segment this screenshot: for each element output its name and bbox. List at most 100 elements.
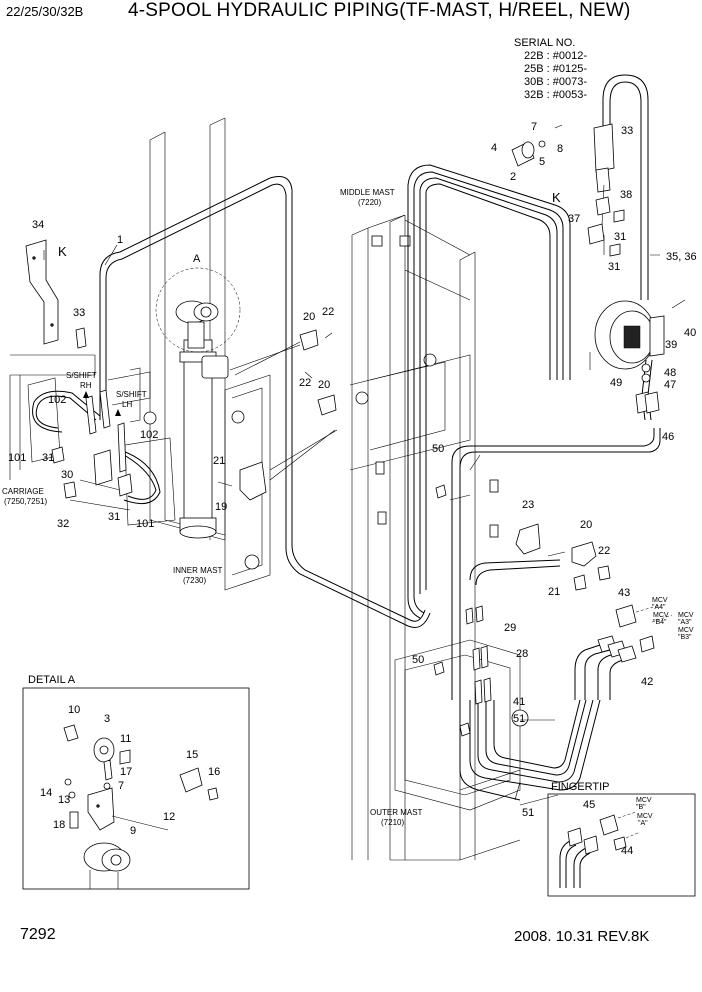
callout-51-upper: 51 — [513, 713, 525, 725]
fingertip-box — [547, 793, 696, 897]
callout-28: 28 — [516, 648, 528, 660]
mcv-b4-label: "B4" — [653, 619, 667, 626]
mcv-label: MCV — [637, 813, 653, 820]
callout-38: 38 — [620, 189, 632, 201]
bracket-34 — [25, 239, 59, 345]
callout-8: 8 — [557, 143, 563, 155]
callout-40: 40 — [684, 327, 696, 339]
middle-mast-name: MIDDLE MAST — [340, 188, 395, 197]
callout-20-upper: 20 — [303, 311, 315, 323]
detail-callout-17: 17 — [120, 766, 132, 778]
callout-22-lower: 22 — [299, 377, 311, 389]
page-number: 7292 — [20, 926, 56, 943]
callout-5: 5 — [539, 156, 545, 168]
bracket-19 — [217, 429, 336, 501]
detail-callout-7: 7 — [118, 780, 124, 792]
hose-reel — [587, 74, 686, 421]
brackets-inner — [299, 329, 337, 416]
mcv-a4-label: "A4" — [652, 604, 666, 611]
pipe-1 — [99, 176, 431, 628]
detail-callout-12: 12 — [163, 811, 175, 823]
callout-29: 29 — [504, 622, 516, 634]
mcv-label: MCV — [653, 612, 669, 619]
callout-19: 19 — [215, 501, 227, 513]
sshift-rh-label-2: RH — [80, 381, 92, 390]
mcv-b3-label: "B3" — [678, 634, 692, 641]
callout-45: 45 — [583, 799, 595, 811]
callout-102-left: 102 — [48, 394, 66, 406]
callout-50-upper: 50 — [432, 443, 444, 455]
callout-102-right: 102 — [140, 429, 158, 441]
detail-callout-13: 13 — [58, 794, 70, 806]
callout-7: 7 — [531, 121, 537, 133]
detail-a-marker — [155, 267, 241, 353]
mcv-a3-label: "A3" — [678, 619, 692, 626]
callout-2: 2 — [510, 171, 516, 183]
serial-line-22b: 22B : #0012- — [524, 50, 587, 62]
view-k-letter-right: K — [552, 190, 561, 205]
callout-1: 1 — [117, 234, 123, 246]
callout-30: 30 — [61, 469, 73, 481]
sshift-lh-label-2: LH — [122, 400, 132, 409]
carriage-name: CARRIAGE — [2, 487, 44, 496]
detail-a-parts — [63, 724, 219, 889]
detail-callout-10: 10 — [68, 704, 80, 716]
mcv-label: MCV — [678, 627, 694, 634]
callout-101-bottom: 101 — [136, 518, 154, 530]
callout-48: 48 — [664, 367, 676, 379]
detail-callout-3: 3 — [104, 713, 110, 725]
detail-a-letter: A — [193, 253, 201, 265]
detail-callout-11: 11 — [120, 733, 131, 745]
detail-callout-9: 9 — [130, 825, 136, 837]
callout-21-right: 21 — [548, 586, 560, 598]
outer-mast-code: (7210) — [381, 818, 404, 827]
arrow-up-icon — [83, 391, 89, 398]
callout-51-lower: 51 — [522, 807, 534, 819]
callout-22-right: 22 — [598, 545, 610, 557]
callout-33-left: 33 — [73, 307, 85, 319]
callout-33-right: 33 — [621, 125, 633, 137]
inner-mast — [149, 117, 271, 591]
arrow-up-icon — [115, 409, 121, 416]
callout-101-left: 101 — [8, 452, 26, 464]
detail-callout-14: 14 — [40, 787, 52, 799]
callout-20-lower: 20 — [318, 379, 330, 391]
callout-50-lower: 50 — [412, 654, 424, 666]
mcv-b-label: "B" — [636, 804, 646, 811]
callout-35-36: 35, 36 — [666, 251, 697, 263]
serial-line-25b: 25B : #0125- — [524, 63, 587, 75]
fingertip-title: FINGERTIP — [551, 781, 609, 793]
middle-mast-piping — [407, 164, 571, 619]
inner-mast-code: (7230) — [183, 576, 206, 585]
outer-mast-name: OUTER MAST — [370, 808, 423, 817]
callout-37: 37 — [568, 213, 580, 225]
pipe-46 — [451, 428, 661, 801]
detail-callout-15: 15 — [186, 749, 198, 761]
callout-31-left: 31 — [42, 452, 54, 464]
serial-title: SERIAL NO. — [514, 37, 575, 49]
callout-47: 47 — [664, 379, 676, 391]
callout-49: 49 — [610, 377, 622, 389]
mcv-label: MCV — [636, 797, 652, 804]
callout-41: 41 — [513, 696, 525, 708]
model-code: 22/25/30/32B — [6, 4, 84, 19]
detail-callout-18: 18 — [53, 819, 65, 831]
middle-mast-code: (7220) — [358, 198, 381, 207]
callout-42: 42 — [641, 676, 653, 688]
callout-31-r1: 31 — [614, 231, 626, 243]
mcv-a-label: "A" — [638, 820, 648, 827]
inner-mast-name: INNER MAST — [173, 566, 222, 575]
date-revision: 2008. 10.31 REV.8K — [514, 928, 650, 945]
sshift-rh-label-1: S/SHIFT — [66, 371, 97, 380]
detail-callout-16: 16 — [208, 766, 220, 778]
outer-mast — [394, 639, 529, 811]
view-k-letter-left: K — [58, 244, 67, 259]
hose-101-102 — [32, 327, 161, 505]
carriage-code: (7250,7251) — [4, 497, 47, 506]
fitting-2 — [511, 124, 563, 167]
callout-4: 4 — [491, 142, 497, 154]
serial-line-32b: 32B : #0053- — [524, 89, 587, 101]
serial-line-30b: 30B : #0073- — [524, 76, 587, 88]
mcv-label: MCV — [678, 612, 694, 619]
